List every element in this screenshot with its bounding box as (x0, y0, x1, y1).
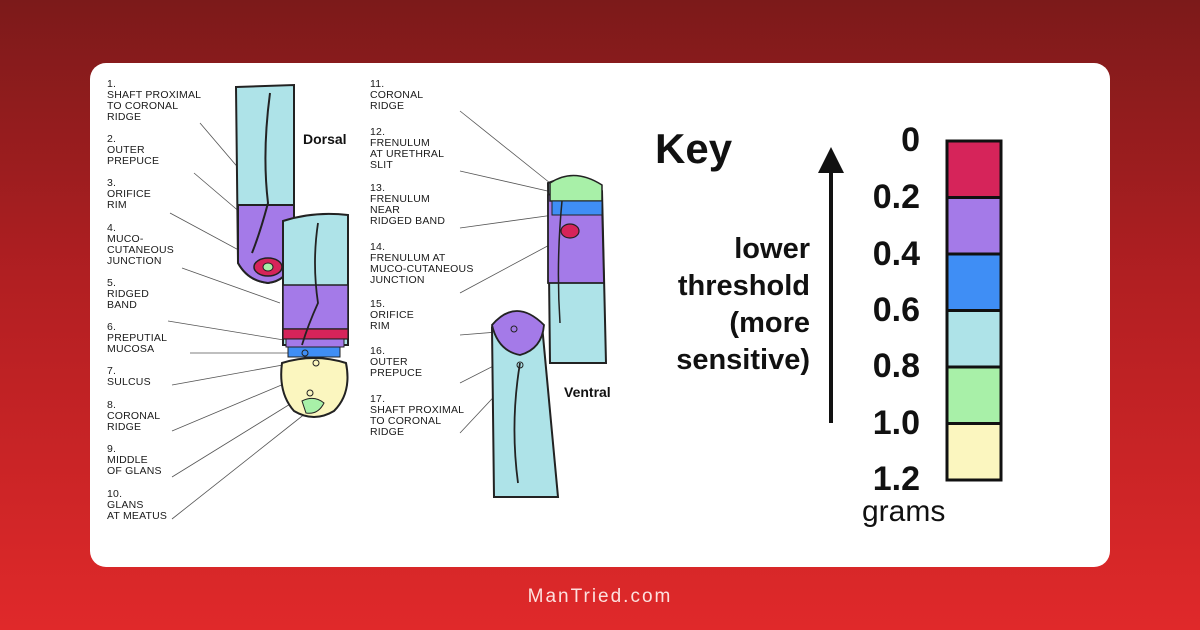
label-coronal-ridge-dorsal: 8. CORONAL RIDGE (107, 399, 161, 433)
scale-label: 0.8 (872, 347, 920, 385)
label-frenulum-urethral-slit: 12. FRENULUM AT URETHRAL SLIT (370, 126, 445, 171)
legend-swatch (945, 252, 1003, 312)
scale-label: 0.6 (872, 291, 920, 329)
label-frenulum-ridged-band: 13. FRENULUM NEAR RIDGED BAND (370, 182, 446, 227)
label-shaft-proximal-ventral: 17. SHAFT PROXIMAL TO CORONAL RIDGE (370, 393, 465, 438)
color-legend-bar (945, 139, 1003, 482)
label-orifice-rim-dorsal: 3. ORIFICE RIM (107, 177, 151, 211)
scale-label: 1.2 (872, 460, 920, 498)
ventral-view-label: Ventral (564, 384, 611, 400)
up-arrow-icon (818, 147, 844, 423)
sensitivity-diagram (167, 83, 1003, 520)
legend-swatch (945, 309, 1003, 369)
key-title: Key (655, 125, 733, 172)
label-shaft-proximal-dorsal: 1. SHAFT PROXIMAL TO CORONAL RIDGE (107, 78, 202, 123)
label-orifice-rim-ventral: 15. ORIFICE RIM (370, 298, 414, 332)
units-label: grams (862, 495, 946, 528)
threshold-description: lower threshold (more sensitive) (676, 233, 810, 376)
site-name[interactable]: ManTried.com (527, 586, 673, 607)
scale-label: 0.4 (872, 235, 920, 273)
dorsal-lower-shaft (280, 212, 349, 418)
legend-swatch (945, 196, 1003, 256)
label-middle-of-glans: 9. MIDDLE OF GLANS (107, 443, 162, 477)
label-sulcus: 7. SULCUS (107, 365, 151, 388)
label-outer-prepuce-ventral: 16. OUTER PREPUCE (370, 345, 423, 379)
label-glans-at-meatus: 10. GLANS AT MEATUS (107, 488, 168, 522)
legend-swatch (945, 422, 1003, 482)
label-muco-cutaneous-junction: 4. MUCO- CUTANEOUS JUNCTION (107, 222, 174, 267)
legend-swatch (945, 365, 1003, 425)
dorsal-upper-shaft (234, 83, 295, 285)
scale-label: 0 (901, 121, 920, 159)
dorsal-view-label: Dorsal (303, 131, 347, 147)
label-frenulum-muco-cutaneous: 14. FRENULUM AT MUCO-CUTANEOUS JUNCTION (370, 241, 474, 286)
ventral-left-shaft (490, 310, 560, 498)
scale-label: 0.2 (872, 178, 920, 216)
label-ridged-band: 5. RIDGED BAND (107, 277, 150, 311)
ventral-right-shaft (546, 174, 608, 364)
label-outer-prepuce-dorsal: 2. OUTER PREPUCE (107, 133, 160, 167)
label-coronal-ridge-ventral: 11. CORONAL RIDGE (370, 78, 424, 112)
legend-swatch (945, 139, 1003, 199)
scale-label: 1.0 (872, 404, 920, 442)
label-preputial-mucosa: 6. PREPUTIAL MUCOSA (107, 321, 168, 355)
content-card: 1. SHAFT PROXIMAL TO CORONAL RIDGE 2. OU… (90, 63, 1110, 567)
